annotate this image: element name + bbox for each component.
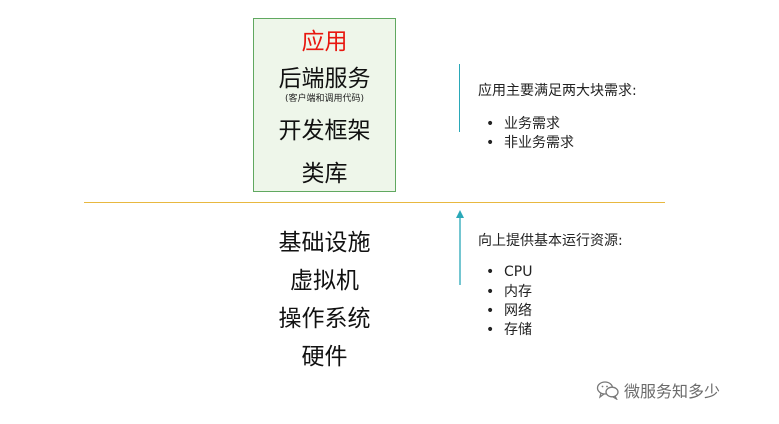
bullet-icon: • xyxy=(486,322,495,338)
infra-side-item-label: 存储 xyxy=(504,322,532,338)
stack-item-app: 应用 xyxy=(301,29,348,55)
infra-side-item-label: CPU xyxy=(504,264,533,280)
bullet-icon: • xyxy=(486,284,495,300)
watermark: 微服务知多少 xyxy=(596,379,720,401)
infra-side-item-label: 内存 xyxy=(504,284,532,300)
infra-side-item-label: 网络 xyxy=(504,303,532,319)
layer-divider xyxy=(84,202,665,203)
infra-side-heading: 向上提供基本运行资源: xyxy=(478,233,623,249)
infra-side-item: • 内存 xyxy=(486,283,532,301)
bullet-icon: • xyxy=(486,116,495,132)
stack-item-framework: 开发框架 xyxy=(278,118,371,144)
app-side-item: • 业务需求 xyxy=(486,115,560,133)
app-side-item-label: 非业务需求 xyxy=(504,135,574,151)
bullet-icon: • xyxy=(486,135,495,151)
stack-item-infra: 基础设施 xyxy=(278,230,371,256)
app-side-item: • 非业务需求 xyxy=(486,134,574,152)
stack-item-library: 类库 xyxy=(301,161,348,187)
infra-up-arrow-icon xyxy=(456,210,464,285)
app-side-item-label: 业务需求 xyxy=(504,116,560,132)
stack-item-vm: 虚拟机 xyxy=(290,268,359,294)
stack-item-os: 操作系统 xyxy=(278,306,371,332)
stack-item-hardware: 硬件 xyxy=(301,344,348,370)
app-side-connector-line xyxy=(459,64,460,132)
wechat-icon xyxy=(596,381,619,400)
watermark-label: 微服务知多少 xyxy=(624,382,721,401)
bullet-icon: • xyxy=(486,264,495,280)
infra-side-item: • 存储 xyxy=(486,321,532,339)
infra-side-item: • CPU xyxy=(486,263,532,281)
app-side-heading: 应用主要满足两大块需求: xyxy=(478,83,637,99)
bullet-icon: • xyxy=(486,303,495,319)
application-layer-box xyxy=(253,18,396,192)
infra-side-item: • 网络 xyxy=(486,302,532,320)
stack-item-backend-note: (客户端和调用代码) xyxy=(284,94,365,104)
stack-item-backend: 后端服务 xyxy=(278,66,371,92)
